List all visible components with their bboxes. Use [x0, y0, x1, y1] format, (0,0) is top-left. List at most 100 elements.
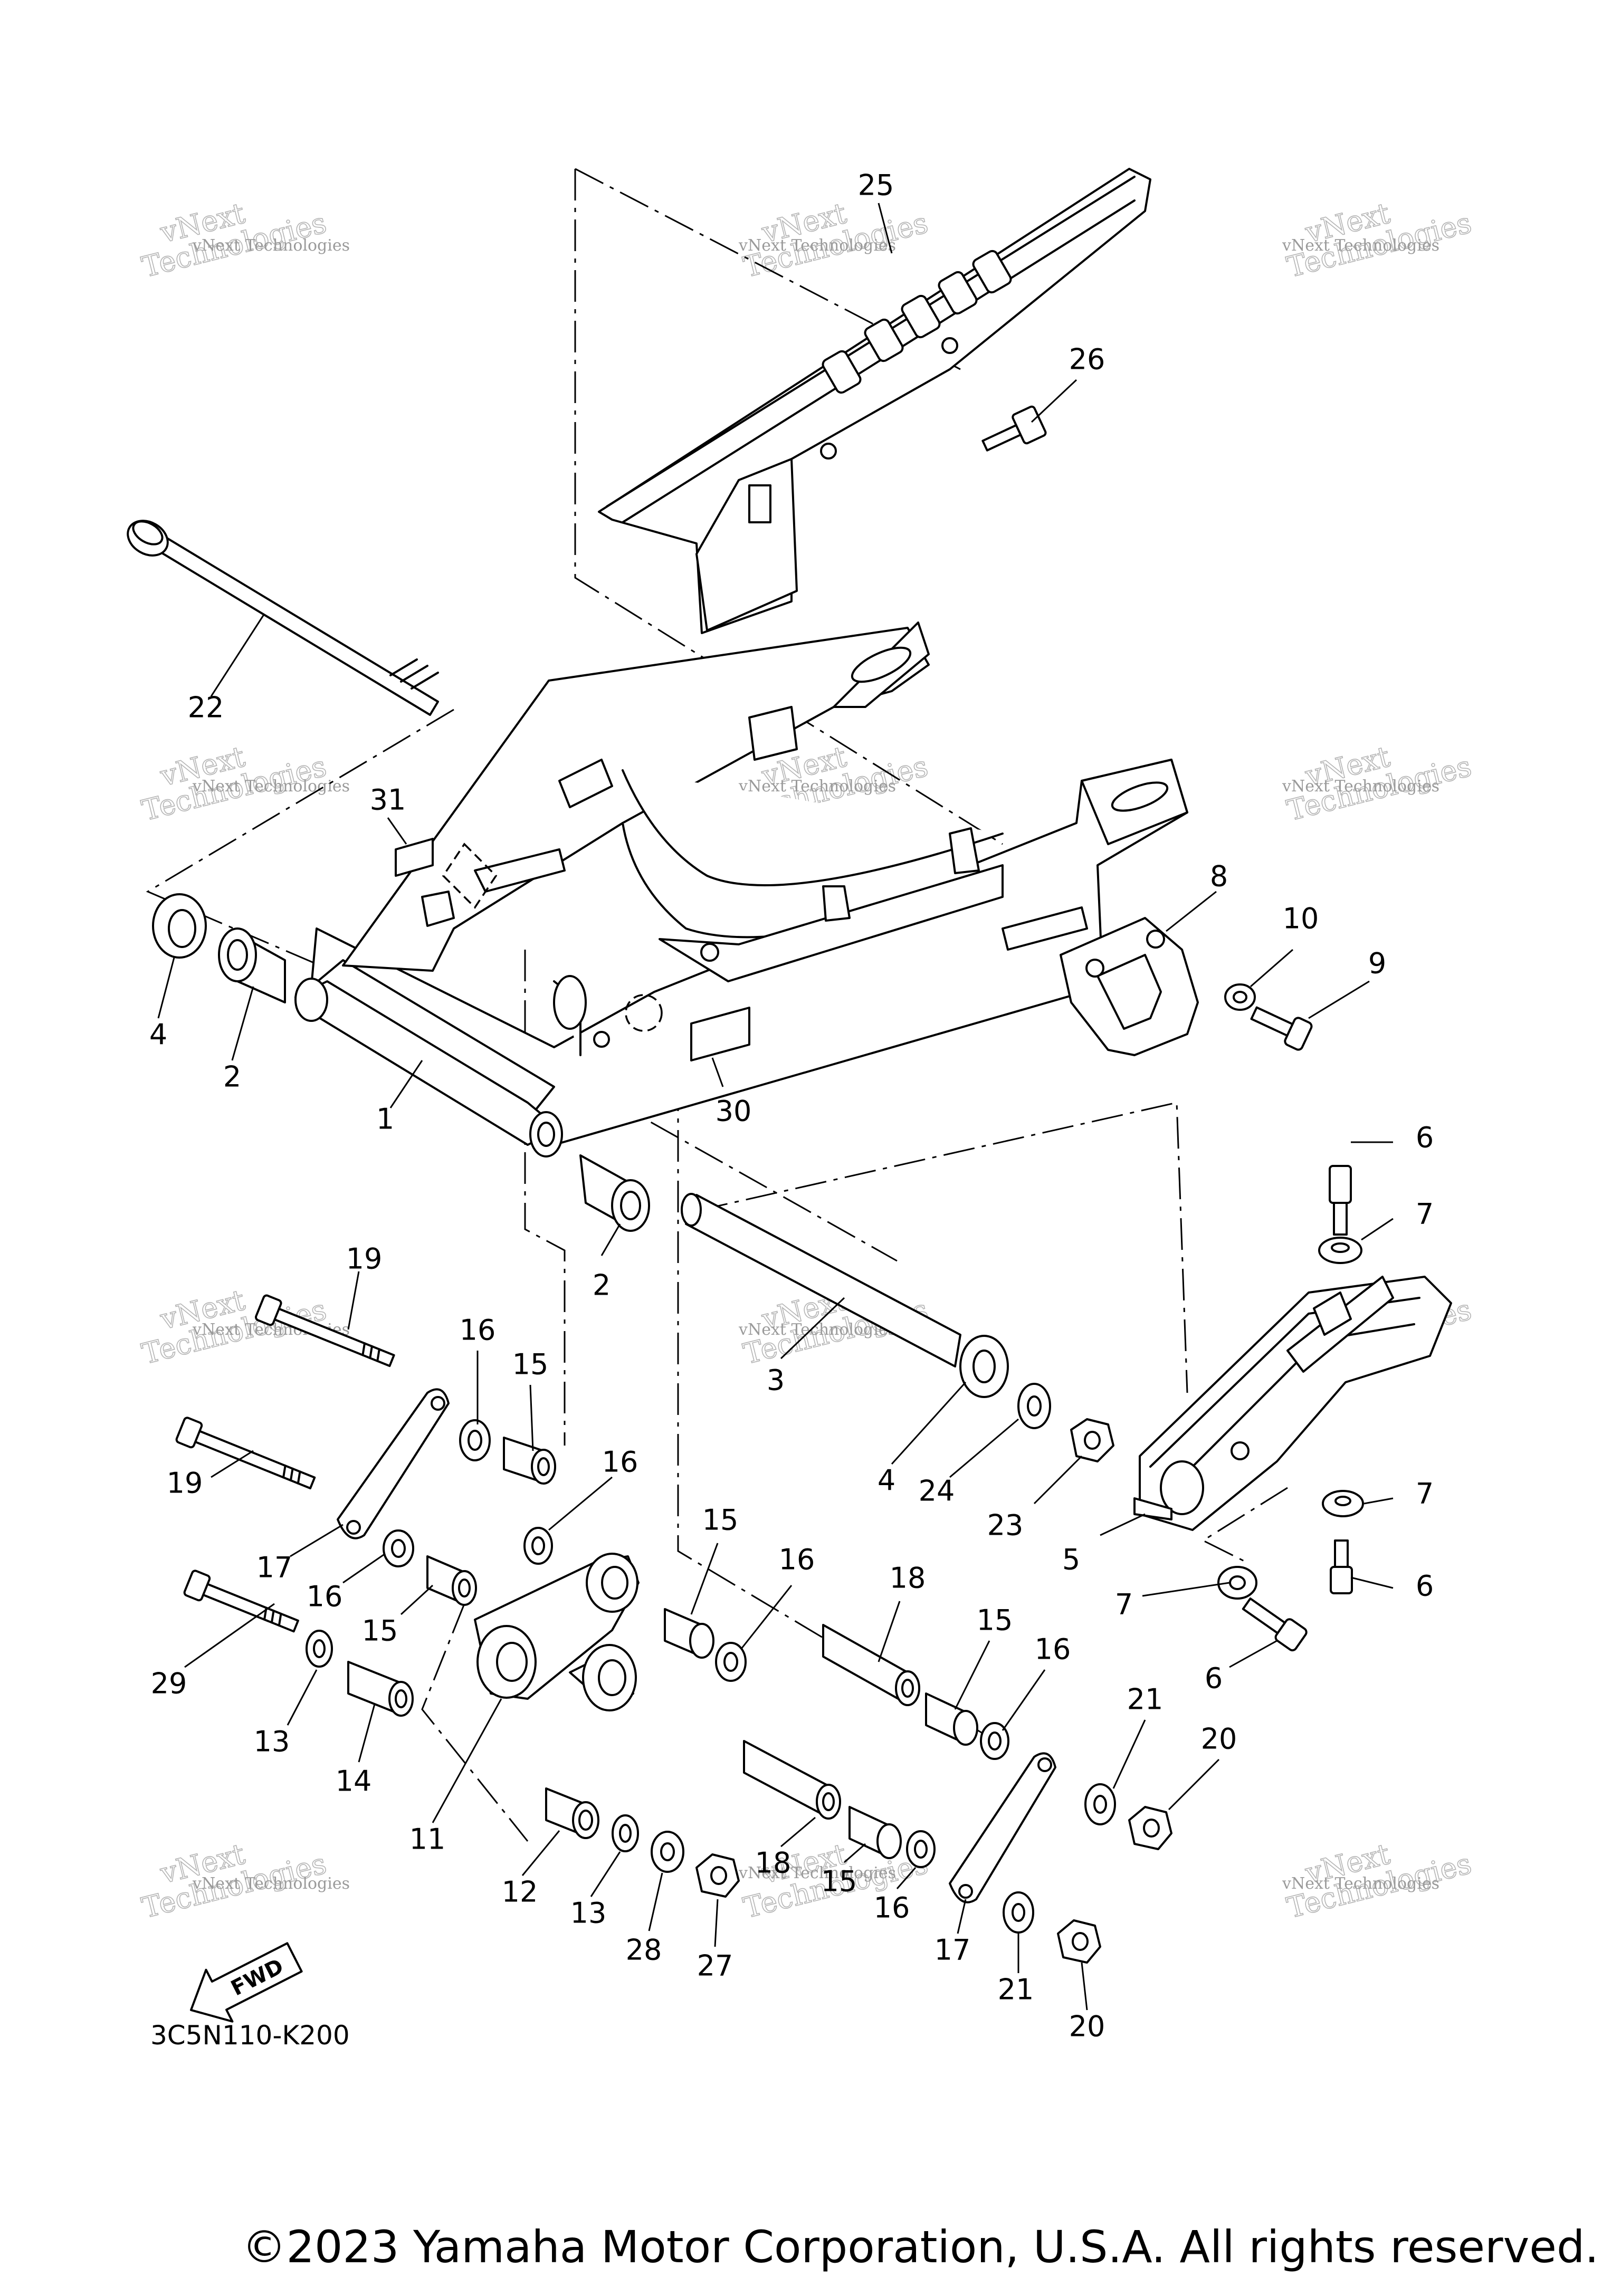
rear-arm-cable-guide [474, 848, 566, 893]
callout-8: 8 [1210, 860, 1228, 893]
callout-9: 9 [1368, 947, 1386, 980]
watermark: vNext Technologies [138, 196, 330, 284]
oil-seal-bore [468, 1430, 482, 1451]
relay-arm-bore [598, 1659, 626, 1696]
callout-15: 15 [702, 1504, 739, 1537]
label-plate [395, 838, 434, 877]
bushing-end [689, 1623, 714, 1659]
collar-part-3 [681, 1193, 961, 1367]
callout-10: 10 [1283, 902, 1319, 935]
guide-plate-cutout [1096, 954, 1162, 1030]
oil-seal-bore [391, 1539, 406, 1558]
dust-cover-bore [972, 1350, 996, 1383]
bolt-head [1330, 1566, 1353, 1594]
bolt-head [183, 1570, 211, 1602]
oil-seal-bore [531, 1536, 545, 1555]
callout-15: 15 [821, 1865, 857, 1898]
leader-line [432, 1698, 502, 1823]
washer-part-7 [1318, 1237, 1362, 1264]
bushing-end [953, 1710, 978, 1746]
washer-part-28 [651, 1831, 684, 1873]
watermark: vNext Technologies [138, 739, 330, 827]
washer-part-10 [1224, 983, 1256, 1011]
callout-1: 1 [376, 1103, 394, 1136]
connecting-rod-part-17 [949, 1752, 1056, 1903]
leader-line [231, 986, 254, 1061]
washer-hole [660, 1842, 675, 1861]
leader-line [1308, 980, 1370, 1019]
bushing-part-15 [664, 1608, 714, 1659]
pivot-shaft-rod [149, 532, 439, 716]
washer-part-7 [1322, 1490, 1364, 1517]
leader-line [529, 1384, 534, 1451]
collar-part-14 [347, 1661, 414, 1717]
guide-plate-hole [1146, 930, 1165, 949]
callout-22: 22 [188, 691, 224, 724]
rear-arm-bracket [748, 706, 798, 761]
leader-line [1350, 1576, 1394, 1589]
chain-case-part-25 [598, 168, 1151, 634]
leader-line [1363, 1497, 1394, 1505]
watermark: vNext Technologies [1283, 196, 1475, 284]
bolt-head [1274, 1618, 1308, 1652]
pivot-shaft-assembly-line [606, 1096, 898, 1262]
bolt-shank [1250, 1006, 1294, 1037]
leader-line [1100, 1513, 1146, 1536]
oil-seal-bore [723, 1652, 738, 1672]
leader-lines [157, 203, 1394, 2011]
collar-body [822, 1624, 909, 1705]
washer-hole [313, 1639, 326, 1658]
bearing-part-12 [545, 1787, 599, 1839]
callout-13: 13 [254, 1725, 290, 1758]
leader-line [1081, 1962, 1088, 2011]
rear-arm-axle-slot [1111, 781, 1169, 812]
leader-line [954, 1640, 990, 1710]
bolt-head [254, 1294, 282, 1326]
washer-part-7 [1217, 1566, 1257, 1600]
callout-12: 12 [502, 1876, 538, 1909]
bushing-part-2 [579, 1154, 650, 1232]
arrow-icon [189, 1942, 303, 2023]
leader-line [358, 1704, 376, 1763]
relay-arm-part-11 [474, 1553, 640, 1711]
leader-line [548, 1476, 613, 1531]
pivot-shaft-head-top [132, 520, 164, 546]
nut-part-27 [695, 1853, 740, 1898]
leader-line [342, 1553, 386, 1584]
chain-case-slot [864, 318, 904, 362]
callout-16: 16 [602, 1446, 638, 1479]
callout-30: 30 [716, 1095, 752, 1128]
leader-line [844, 1843, 866, 1863]
bolt-part-6 [1242, 1597, 1308, 1652]
watermark-small: vNext Technologies [738, 777, 896, 796]
dust-cover-part-4 [959, 1335, 1009, 1398]
rear-arm-crossmember [622, 769, 1004, 886]
watermark: vNext Technologies [740, 196, 932, 284]
leader-line [521, 1830, 560, 1876]
callout-21: 21 [1127, 1683, 1164, 1716]
callout-18: 18 [890, 1562, 926, 1595]
callout-7: 7 [1115, 1588, 1133, 1621]
bolt-part-9 [1250, 1006, 1313, 1051]
callout-4: 4 [878, 1464, 895, 1497]
rear-arm-chain-slider-mount [1002, 906, 1088, 951]
bolt-part-6 [1329, 1165, 1352, 1236]
callout-17: 17 [256, 1551, 293, 1584]
callout-23: 23 [987, 1509, 1024, 1542]
leader-line [878, 1601, 901, 1662]
chain-guide-part-5 [1133, 1276, 1452, 1531]
callout-4: 4 [149, 1018, 167, 1051]
bushing-bore [227, 939, 248, 971]
callout-15: 15 [362, 1614, 398, 1648]
connecting-rod-hole [1037, 1757, 1052, 1772]
bolt-part-19 [175, 1417, 316, 1490]
bushing-part-2 [218, 927, 286, 1003]
leader-line [714, 1899, 719, 1947]
leader-line [1166, 891, 1217, 932]
rear-arm-grease-nipple [593, 1031, 610, 1048]
rear-arm-bracket [822, 885, 851, 922]
watermark-small: vNext Technologies [1282, 777, 1439, 796]
chain-case-bolt-hole [941, 337, 958, 354]
leader-line [1031, 379, 1078, 423]
rear-arm-hidden-detail [625, 994, 663, 1032]
